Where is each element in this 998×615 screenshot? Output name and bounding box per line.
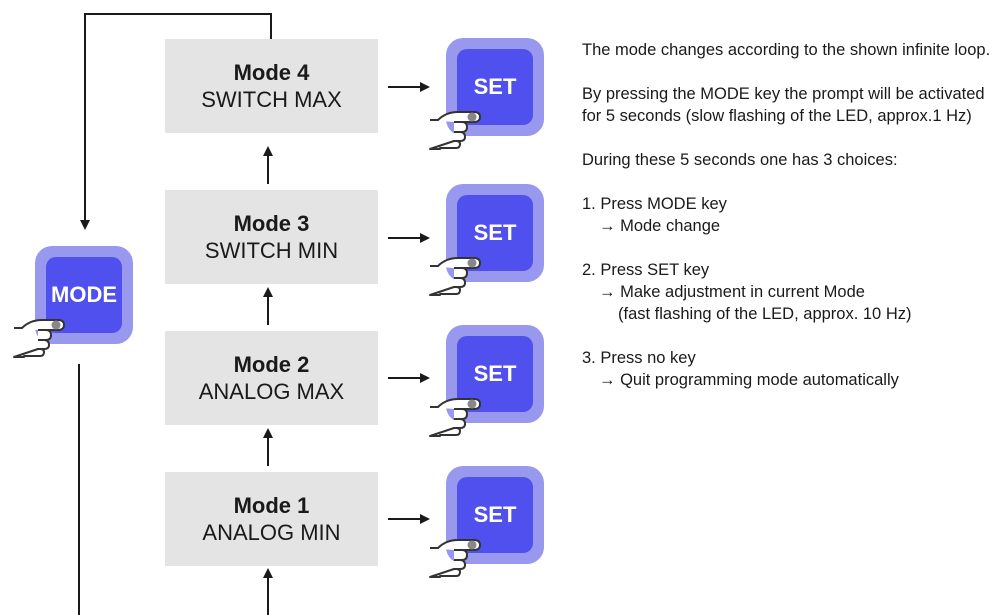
mode-1-box: Mode 1 ANALOG MIN (165, 472, 378, 566)
pointing-hand-icon (429, 257, 481, 296)
choice-result: → Mode change (599, 217, 721, 235)
mode-title: Mode 1 (233, 492, 310, 518)
pointing-hand-icon (13, 319, 65, 358)
mode-title: Mode 4 (233, 59, 310, 85)
set-key-label: SET (473, 502, 517, 527)
choice-result: → Quit programming mode automatically (599, 371, 899, 389)
mode-key-label: MODE (51, 282, 117, 307)
mode-subtitle: ANALOG MIN (202, 519, 341, 545)
mode-2-box: Mode 2 ANALOG MAX (165, 331, 378, 425)
choice-action: 3. Press no key (582, 349, 696, 367)
choice-detail: (fast flashing of the LED, approx. 10 Hz… (618, 305, 912, 323)
mode-subtitle: SWITCH MIN (204, 237, 339, 263)
mode-subtitle: SWITCH MAX (201, 86, 342, 112)
pointing-hand-icon (429, 539, 481, 578)
description-choices-heading: During these 5 seconds one has 3 choices… (582, 151, 898, 169)
description-prompt: By pressing the MODE key the prompt will… (582, 85, 985, 125)
choice-action: 2. Press SET key (582, 261, 710, 279)
set-key-label: SET (473, 361, 517, 386)
choice-item: 2. Press SET key → Make adjustment in cu… (582, 259, 992, 325)
mode-title: Mode 3 (233, 210, 310, 236)
mode-subtitle: ANALOG MAX (198, 378, 345, 404)
pointing-hand-icon (429, 398, 481, 437)
choice-result: → Make adjustment in current Mode (599, 283, 865, 301)
choice-item: 1. Press MODE key → Mode change (582, 193, 992, 237)
description-panel: The mode changes according to the shown … (582, 39, 992, 391)
mode-title: Mode 2 (233, 351, 310, 377)
set-key-label: SET (473, 220, 517, 245)
mode-4-box: Mode 4 SWITCH MAX (165, 39, 378, 133)
pointing-hand-icon (429, 111, 481, 150)
loop-line-top (80, 13, 272, 230)
choice-item: 3. Press no key → Quit programming mode … (582, 347, 992, 391)
set-key-label: SET (473, 74, 517, 99)
choice-action: 1. Press MODE key (582, 195, 727, 213)
description-intro: The mode changes according to the shown … (582, 41, 991, 59)
mode-3-box: Mode 3 SWITCH MIN (165, 190, 378, 284)
